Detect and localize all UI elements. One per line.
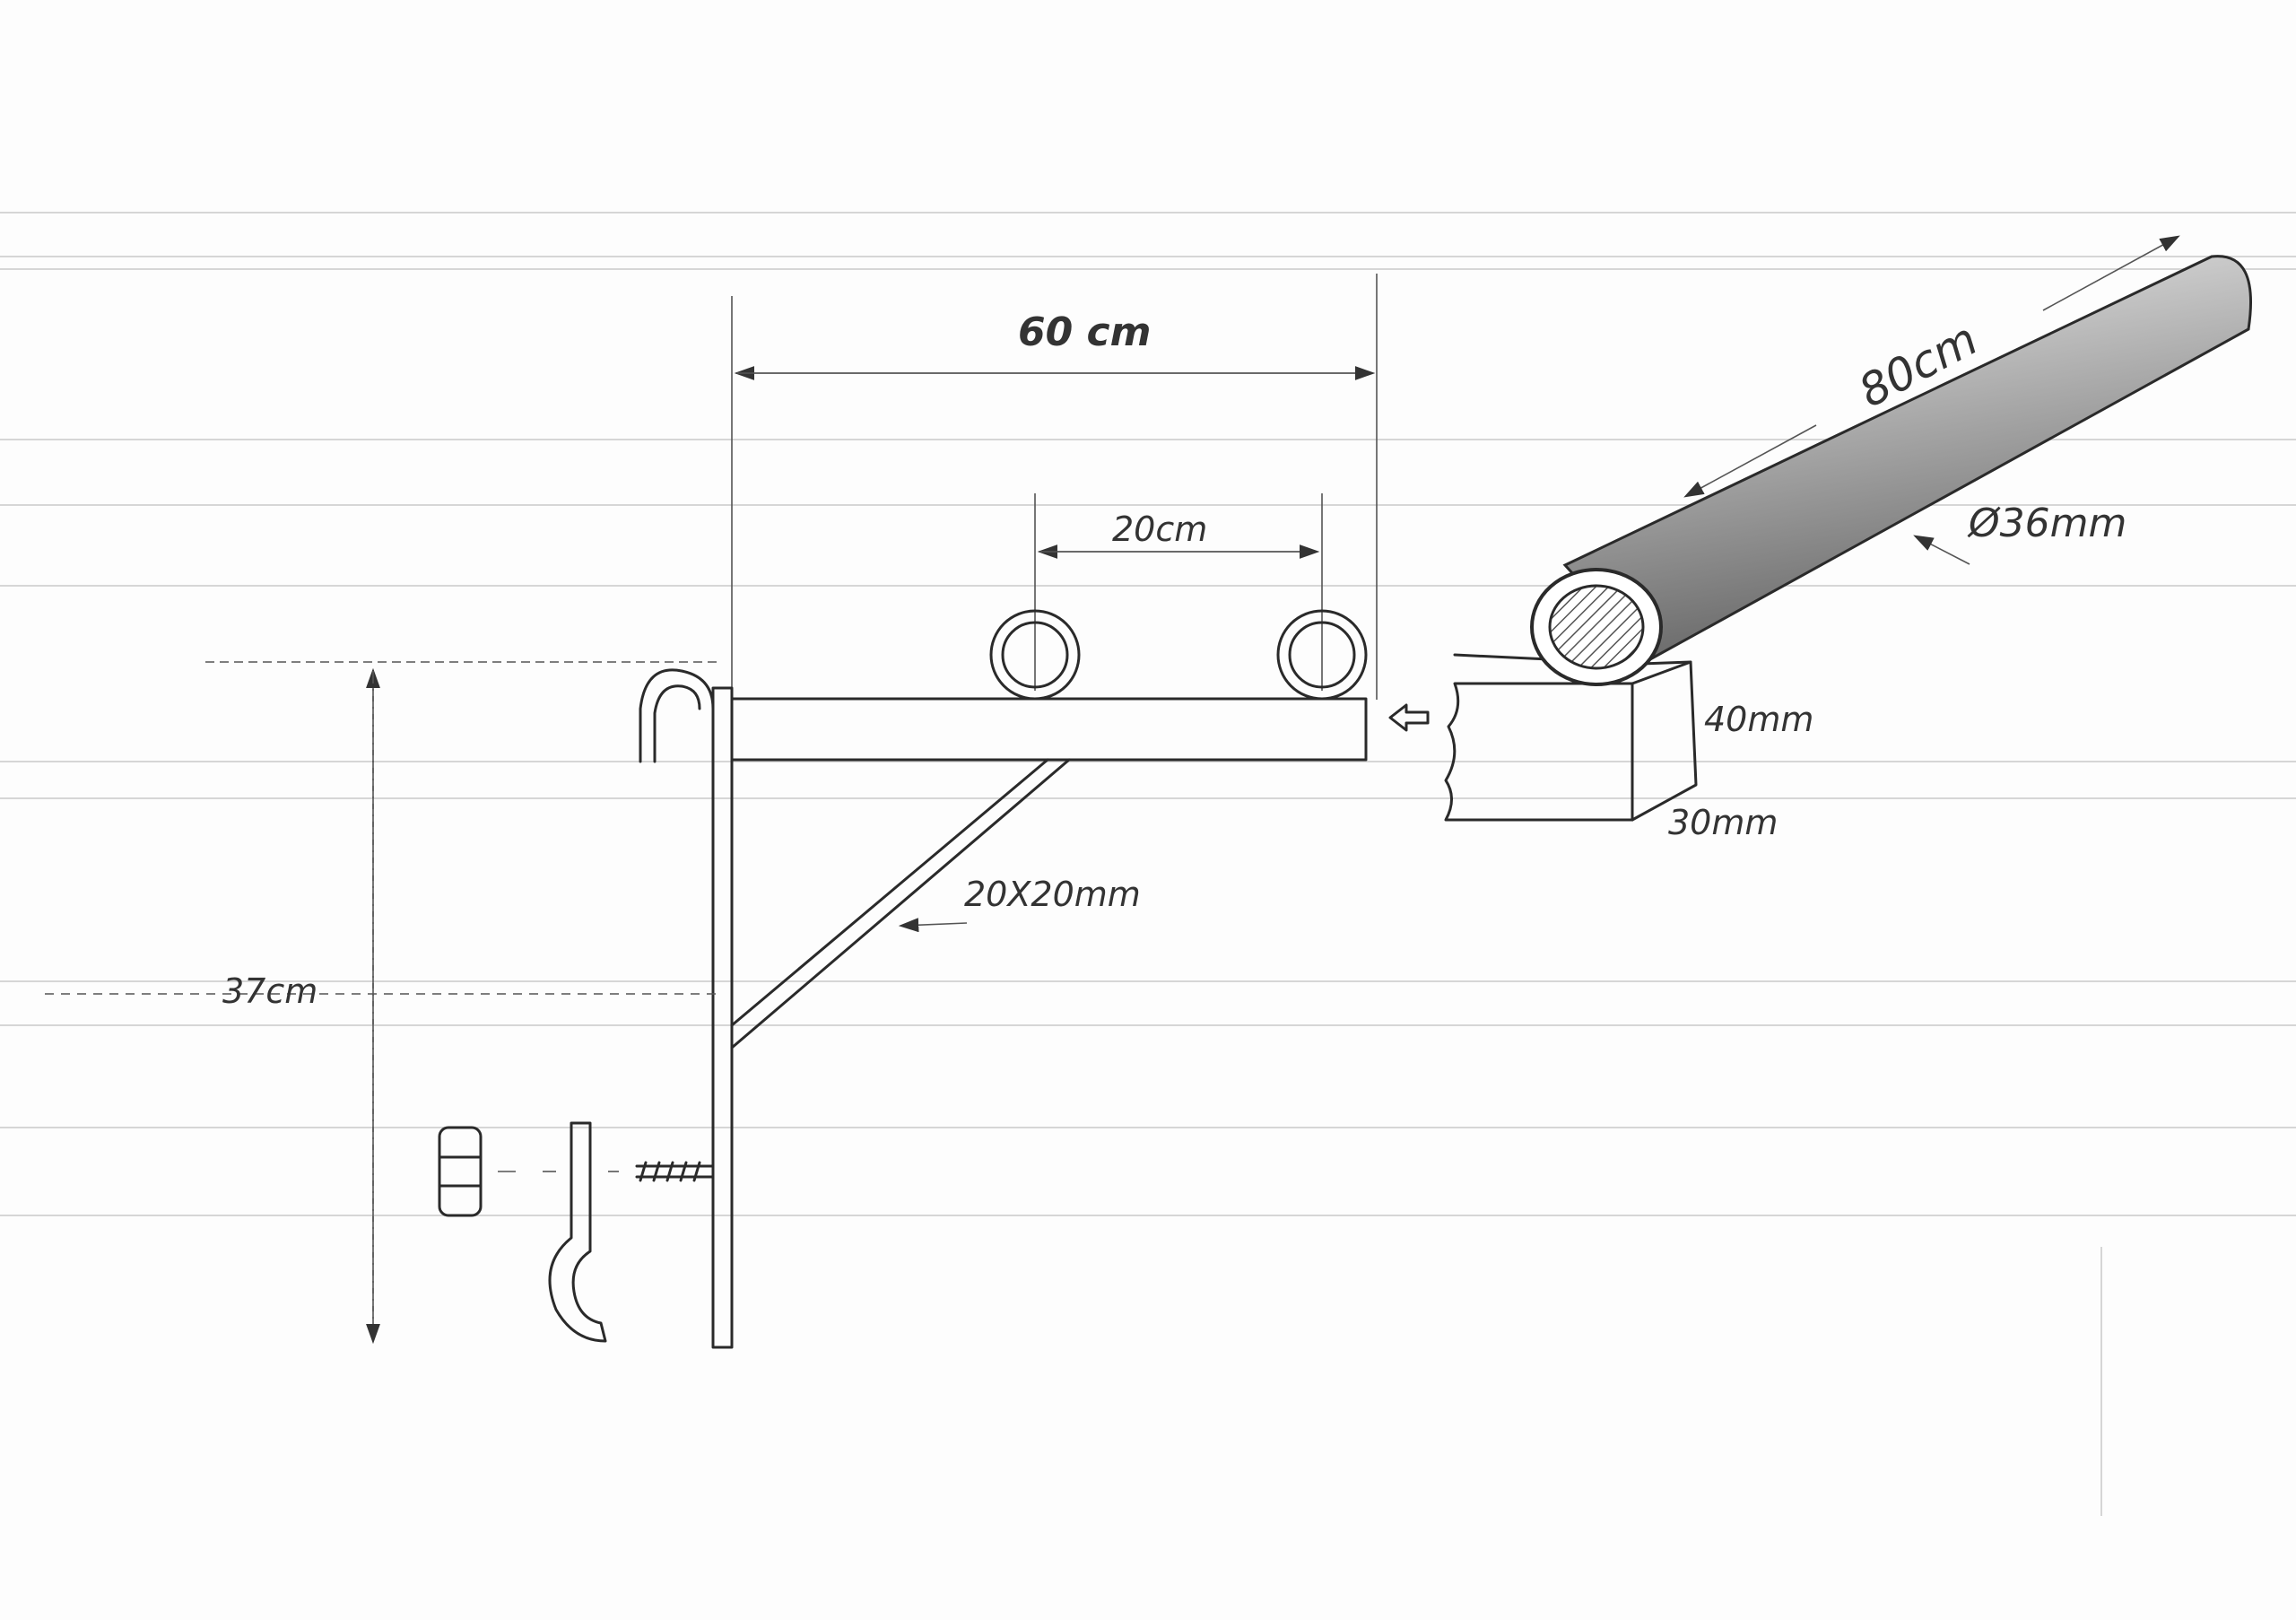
spacing-label: 20cm xyxy=(1112,510,1207,549)
bracket xyxy=(639,668,1368,1349)
spacing-dimension: 20cm xyxy=(1034,493,1323,691)
nut xyxy=(438,1126,483,1217)
width-label: 60 cm xyxy=(1018,309,1151,355)
pipe-rings xyxy=(989,609,1368,701)
pipe-diameter-label: Ø36mm xyxy=(1967,501,2126,546)
rail-section: 40mm 30mm xyxy=(1444,653,1813,842)
width-dimension: 60 cm xyxy=(731,274,1378,700)
insert-arrow xyxy=(1388,703,1430,732)
rail-width-label: 30mm xyxy=(1668,803,1778,842)
paper-rules xyxy=(0,212,2296,1516)
height-label: 37cm xyxy=(222,971,317,1011)
pipe: 80cm Ø36mm xyxy=(1530,235,2252,686)
brace-label: 20X20mm xyxy=(964,875,1141,914)
brace-annotation: 20X20mm xyxy=(898,875,1141,933)
height-dimension: 37cm xyxy=(45,661,718,1345)
clamp-hardware xyxy=(438,1121,715,1343)
rail-height-label: 40mm xyxy=(1704,700,1813,739)
